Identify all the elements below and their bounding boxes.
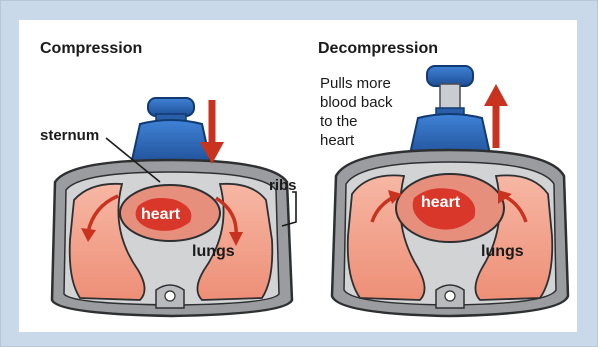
decompression-caption-line-2: blood back: [320, 94, 393, 111]
ribs-label: ribs: [269, 177, 297, 194]
compression-lungs-label: lungs: [192, 243, 235, 260]
decompression-up-arrow: [484, 84, 508, 106]
decompression-heart-label: heart: [421, 194, 461, 211]
compression-heart-label: heart: [141, 206, 181, 223]
decompression-title: Decompression: [318, 40, 438, 57]
compression-title: Compression: [40, 40, 142, 57]
decompression-lungs-label: lungs: [481, 243, 524, 260]
compression-panel: Compression: [40, 40, 297, 316]
decompression-panel: Decompression Pulls more blood back to t…: [318, 40, 568, 316]
decompression-chest: [332, 150, 568, 316]
decompression-caption-line-1: Pulls more: [320, 75, 391, 92]
compression-device: [132, 98, 210, 166]
decompression-caption-line-4: heart: [320, 132, 355, 149]
decompression-device: [410, 66, 490, 160]
decompression-caption-line-3: to the: [320, 113, 358, 130]
sternum-label: sternum: [40, 127, 99, 144]
